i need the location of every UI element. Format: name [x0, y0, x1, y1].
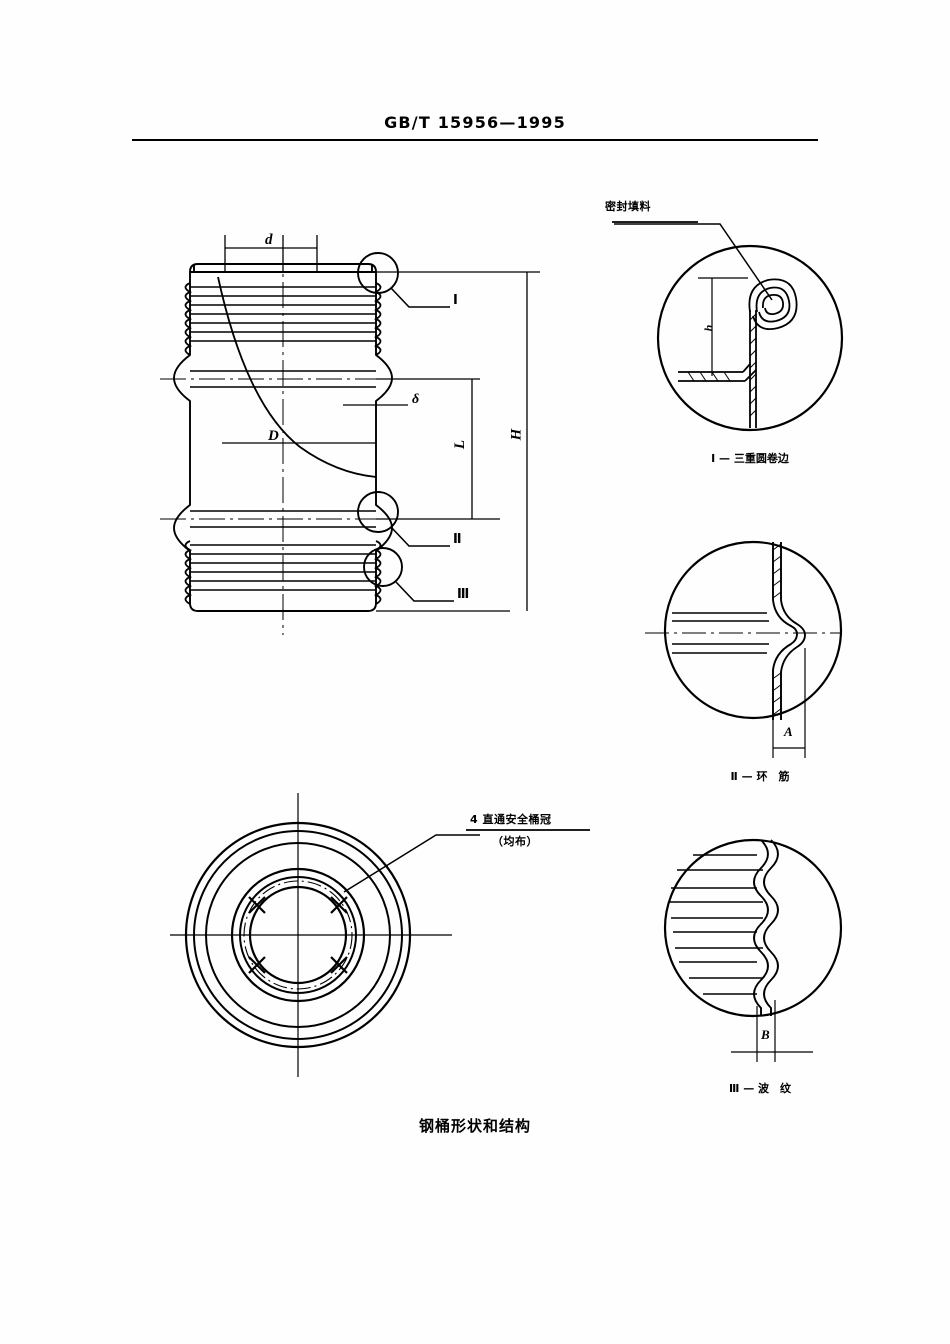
header-divider [132, 139, 818, 141]
page-header: GB/T 15956—1995 [0, 113, 950, 153]
dimension-label-D: D [268, 428, 279, 444]
top-view-callout-line1: 4 直通安全桶冠 [470, 813, 552, 826]
detail-II-view: A Ⅱ — 环 筋 [645, 520, 895, 800]
detail-II-caption: Ⅱ — 环 筋 [730, 770, 790, 783]
detail-I-view: 密封填料 h Ⅰ — 三重圆卷边 [600, 200, 900, 490]
detail-I-dimension-h: h [701, 324, 716, 332]
dimension-label-d: d [265, 232, 273, 248]
detail-III-view: B Ⅲ — 波 纹 [645, 830, 895, 1110]
figure-caption: 钢桶形状和结构 [418, 1117, 531, 1135]
detail-marker-I: Ⅰ [453, 292, 458, 307]
standard-code: GB/T 15956—1995 [384, 113, 566, 132]
top-view: 4 直通安全桶冠 （均布） [170, 780, 590, 1110]
main-drum-view: d D δ L H Ⅰ Ⅱ Ⅲ [150, 215, 570, 635]
detail-III-dimension-B: B [761, 1027, 770, 1042]
detail-I-callout-label: 密封填料 [605, 200, 651, 213]
detail-I-drawing [612, 221, 844, 432]
dimension-label-H: H [508, 428, 525, 441]
detail-marker-II: Ⅱ [453, 531, 462, 546]
top-view-callout-line2: （均布） [492, 835, 538, 848]
top-view-drawing [170, 793, 590, 1077]
detail-III-caption: Ⅲ — 波 纹 [728, 1082, 792, 1095]
detail-marker-III: Ⅲ [457, 586, 470, 601]
drum-section-drawing [160, 235, 540, 635]
detail-I-caption: Ⅰ — 三重圆卷边 [711, 452, 789, 465]
dimension-label-L: L [452, 439, 469, 450]
detail-II-dimension-A: A [784, 724, 793, 739]
detail-II-drawing [645, 540, 843, 758]
detail-III-drawing [663, 838, 843, 1062]
dimension-label-delta: δ [412, 392, 420, 407]
